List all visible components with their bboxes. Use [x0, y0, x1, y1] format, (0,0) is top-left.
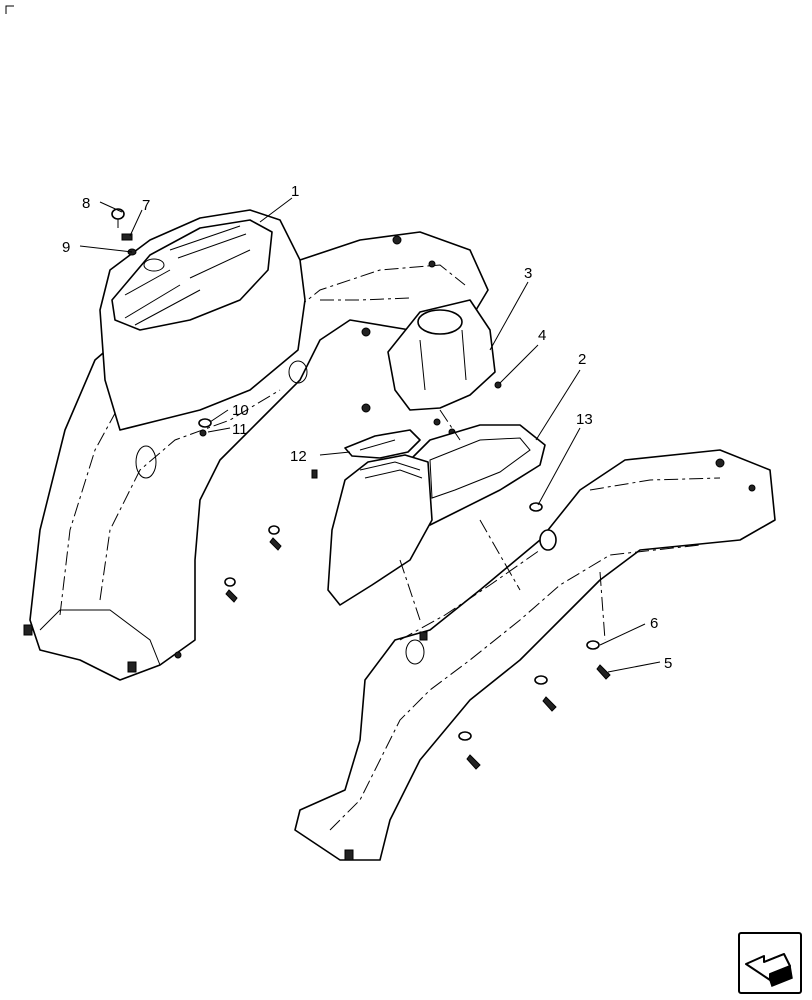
next-page-button[interactable]	[738, 932, 802, 994]
leader-lines	[79, 197, 661, 673]
callout-1: 1	[291, 183, 299, 200]
callout-4: 4	[538, 327, 546, 344]
callout-11: 11	[232, 421, 248, 438]
cup-holder	[387, 299, 502, 436]
callout-9: 9	[62, 239, 70, 256]
callout-labels: 1 2 3 4 5 6 7 8 9 10 11 12 13	[62, 183, 672, 672]
corner-mark	[5, 5, 14, 14]
mat	[344, 429, 421, 459]
center-console	[327, 454, 433, 606]
next-page-arrow-icon	[745, 953, 793, 987]
hardware-7-8-9	[111, 208, 137, 256]
callout-2: 2	[578, 351, 586, 368]
callout-8: 8	[82, 195, 90, 212]
callout-12: 12	[290, 448, 307, 465]
callout-7: 7	[142, 197, 150, 214]
callout-13: 13	[576, 411, 593, 428]
callout-5: 5	[664, 655, 672, 672]
callout-6: 6	[650, 615, 658, 632]
hardware-10-11	[198, 418, 318, 479]
upper-cover	[99, 209, 306, 431]
callout-3: 3	[524, 265, 532, 282]
loose-hardware	[224, 502, 611, 770]
callout-10: 10	[232, 402, 249, 419]
right-fender	[294, 449, 776, 861]
